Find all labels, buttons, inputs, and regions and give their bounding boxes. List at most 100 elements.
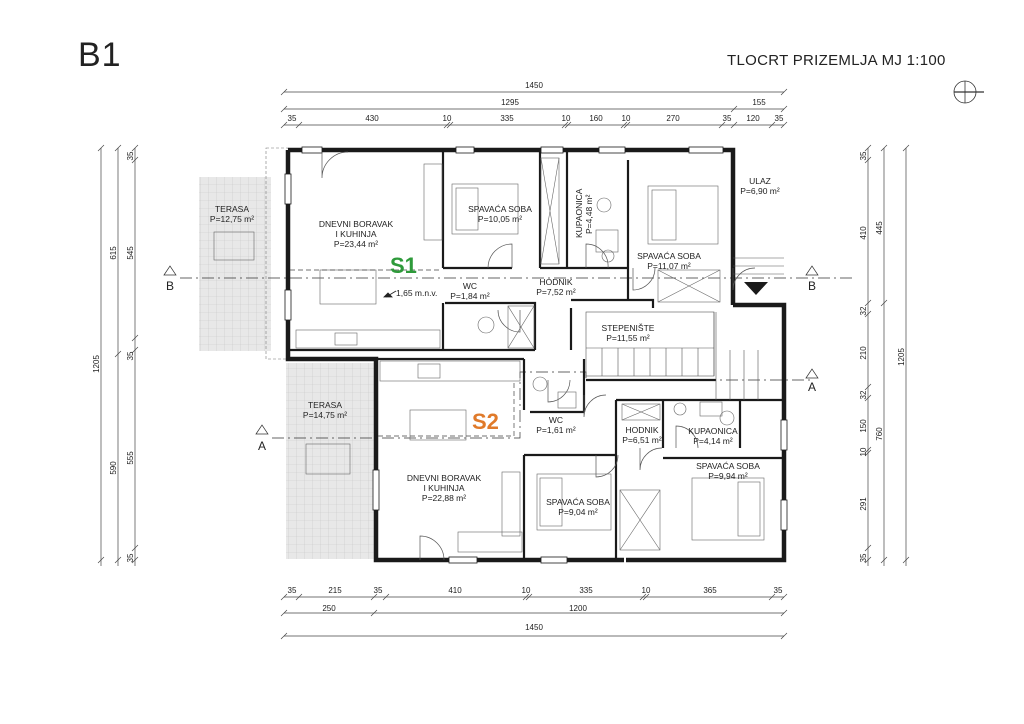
room-area: P=4,48 m² [584, 194, 594, 234]
furniture [213, 157, 765, 553]
room-name: STEPENIŠTE [602, 323, 655, 333]
room-area: P=7,52 m² [536, 287, 576, 297]
staircase [585, 311, 759, 400]
dim-bottom-seg: 215 [328, 586, 342, 595]
dim-right-seg: 291 [859, 497, 868, 511]
room-name: SPAVAĆA SOBA [468, 204, 532, 214]
room-name: DNEVNI BORAVAK [407, 473, 482, 483]
room-name: WC [549, 415, 563, 425]
level-marker-icon [383, 290, 397, 298]
room-area: P=1,61 m² [536, 425, 576, 435]
room-area: P=14,75 m² [303, 410, 347, 420]
dim-bottom-seg: 410 [448, 586, 462, 595]
room-name: ULAZ [749, 176, 771, 186]
room-label-ulaz: ULAZ P=6,90 m² [740, 176, 780, 196]
dim-top-seg: 35 [775, 114, 784, 123]
section-label-b: B [808, 279, 816, 293]
room-label-wc-1: WC P=1,84 m² [450, 281, 490, 301]
room-name: SPAVAĆA SOBA [696, 461, 760, 471]
room-name: I KUHINJA [423, 483, 464, 493]
north-arrow-icon [953, 80, 984, 104]
dimension-right [864, 144, 910, 566]
dim-left-seg: 35 [126, 351, 135, 360]
room-name: KUPAONICA [688, 426, 738, 436]
windows [284, 146, 788, 564]
dimension-bottom [280, 593, 788, 640]
dim-top-seg: 35 [723, 114, 732, 123]
dim-left-590: 590 [109, 461, 118, 475]
dim-bottom-seg: 35 [774, 586, 783, 595]
dim-bottom-seg: 10 [642, 586, 651, 595]
room-area: P=9,04 m² [558, 507, 598, 517]
room-label-hodnik-2: HODNIK P=6,51 m² [622, 425, 662, 445]
room-area: P=9,94 m² [708, 471, 748, 481]
dim-top-155: 155 [752, 98, 766, 107]
section-label-b: B [166, 279, 174, 293]
dim-bottom-seg: 35 [374, 586, 383, 595]
room-name: DNEVNI BORAVAK [319, 219, 394, 229]
entrance-arrow-icon [744, 282, 768, 295]
entrance-steps [733, 257, 784, 275]
dim-top-seg: 160 [589, 114, 603, 123]
room-label-soba-4: SPAVAĆA SOBA P=9,04 m² [546, 497, 610, 517]
dim-top-seg: 430 [365, 114, 379, 123]
room-area: P=1,84 m² [450, 291, 490, 301]
room-label-terasa-1: TERASA P=12,75 m² [210, 204, 254, 224]
dim-bottom-250: 250 [322, 604, 336, 613]
room-area: P=22,88 m² [422, 493, 466, 503]
dim-top-seg: 270 [666, 114, 680, 123]
dim-right-seg: 32 [859, 390, 868, 399]
room-label-soba-1: SPAVAĆA SOBA P=10,05 m² [468, 204, 532, 224]
room-area: P=10,05 m² [478, 214, 522, 224]
room-label-soba-2: SPAVAĆA SOBA P=11,07 m² [637, 251, 701, 271]
dim-top-seg: 335 [500, 114, 514, 123]
dim-bottom-seg: 335 [579, 586, 593, 595]
dim-right-seg: 10 [859, 447, 868, 456]
room-label-terasa-2: TERASA P=14,75 m² [303, 400, 347, 420]
room-name: KUPAONICA [574, 188, 584, 238]
unit-label-s1: S1 [390, 253, 417, 278]
room-area: P=6,90 m² [740, 186, 780, 196]
terrace-s1 [199, 177, 271, 351]
dimension-left [97, 144, 139, 566]
dim-bottom-seg: 10 [522, 586, 531, 595]
dim-right-seg: 35 [859, 553, 868, 562]
section-line-b [163, 265, 856, 279]
room-label-soba-3: SPAVAĆA SOBA P=9,94 m² [696, 461, 760, 481]
section-label-a: A [808, 380, 816, 394]
dim-bottom-seg: 35 [288, 586, 297, 595]
room-name: TERASA [215, 204, 249, 214]
dim-bottom-total: 1450 [525, 623, 543, 632]
room-name: I KUHINJA [335, 229, 376, 239]
dim-right-seg: 410 [859, 226, 868, 240]
room-area: P=6,51 m² [622, 435, 662, 445]
dim-top-seg: 10 [443, 114, 452, 123]
sheet-title: TLOCRT PRIZEMLJA MJ 1:100 [727, 52, 946, 69]
door-swings [321, 151, 756, 561]
dimension-top [280, 88, 788, 129]
dim-right-760: 760 [875, 427, 884, 441]
dim-right-total: 1205 [897, 348, 906, 366]
room-name: SPAVAĆA SOBA [546, 497, 610, 507]
dim-left-seg: 545 [126, 246, 135, 260]
dim-right-seg: 210 [859, 346, 868, 360]
room-area: P=23,44 m² [334, 239, 378, 249]
section-label-a: A [258, 439, 266, 453]
dim-left-seg: 35 [126, 151, 135, 160]
dim-left-total: 1205 [92, 355, 101, 373]
dim-right-seg: 150 [859, 419, 868, 433]
dim-top-seg: 10 [622, 114, 631, 123]
room-name: WC [463, 281, 477, 291]
dim-top-seg: 10 [562, 114, 571, 123]
room-label-boravak-1: DNEVNI BORAVAK I KUHINJA P=23,44 m² [319, 219, 394, 249]
room-area: P=4,14 m² [693, 436, 733, 446]
room-name: HODNIK [625, 425, 658, 435]
room-name: SPAVAĆA SOBA [637, 251, 701, 261]
dim-top-seg: 35 [288, 114, 297, 123]
room-name: HODNIK [539, 277, 572, 287]
room-label-hodnik-1: HODNIK P=7,52 m² [536, 277, 576, 297]
room-name: TERASA [308, 400, 342, 410]
dim-right-seg: 35 [859, 151, 868, 160]
dim-top-seg: 120 [746, 114, 760, 123]
dim-top-1295: 1295 [501, 98, 519, 107]
